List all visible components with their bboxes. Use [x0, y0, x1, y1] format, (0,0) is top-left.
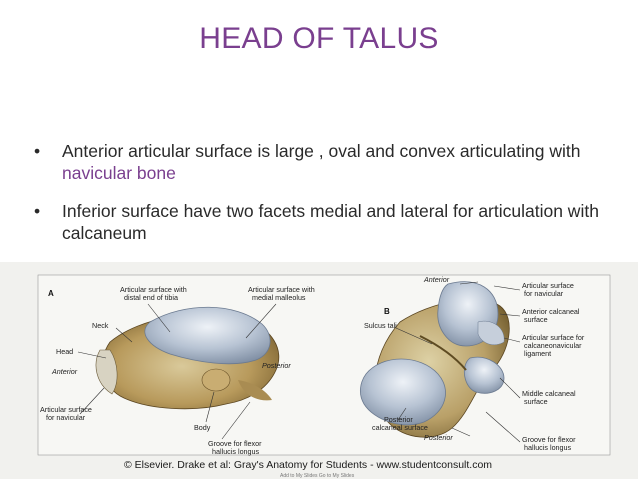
label-b-calcnav-2: calcaneonavicular	[524, 341, 582, 350]
label-a-head: Head	[56, 347, 73, 356]
label-a-artic-malleolus-2: medial malleolus	[252, 293, 306, 302]
label-b-mid-calc-2: surface	[524, 397, 548, 406]
talus-anatomy-figure: A Articular surface with distal end of t…	[0, 262, 638, 479]
label-a-artic-tibia-2: distal end of tibia	[124, 293, 178, 302]
label-a-posterior: Posterior	[262, 361, 291, 370]
label-b-groove: Groove for flexor	[522, 435, 576, 444]
label-a-anterior: Anterior	[51, 367, 78, 376]
label-a-artic-tibia: Articular surface with	[120, 285, 187, 294]
figure-subcredit: Add to My Slides Go to My Slides	[280, 473, 355, 479]
label-b-artic-navicular: Articular surface	[522, 281, 574, 290]
slide-title: HEAD OF TALUS	[199, 22, 439, 55]
label-b-artic-navicular-2: for navicular	[524, 289, 564, 298]
label-b-posterior: Posterior	[424, 433, 453, 442]
bullet-icon: •	[34, 141, 41, 161]
label-b-post-calc-2: calcaneal surface	[372, 423, 428, 432]
label-a-artic-navicular-2: for navicular	[46, 413, 86, 422]
label-b-calcnav: Articular surface for	[522, 333, 585, 342]
talus-illustration: A Articular surface with distal end of t…	[37, 274, 611, 456]
navicular-bone-highlight: navicular bone	[62, 163, 176, 183]
label-b-ant-calc: Anterior calcaneal	[522, 307, 580, 316]
bullet-anterior-surface: • Anterior articular surface is large , …	[34, 140, 614, 184]
bullet-inferior-text: Inferior surface have two facets medial …	[62, 201, 599, 243]
label-a-body: Body	[194, 423, 211, 432]
label-b-calcnav-3: ligament	[524, 349, 551, 358]
label-b-anterior: Anterior	[423, 275, 450, 284]
label-b-groove-2: hallucis longus	[524, 443, 572, 452]
label-b-ant-calc-2: surface	[524, 315, 548, 324]
label-a-neck: Neck	[92, 321, 109, 330]
panel-a-label: A	[48, 289, 54, 298]
label-b-sulcus: Sulcus tali	[364, 321, 397, 330]
figure-credit: © Elsevier. Drake et al: Gray's Anatomy …	[124, 459, 493, 471]
label-a-artic-navicular: Articular surface	[40, 405, 92, 414]
bullet-list: • Anterior articular surface is large , …	[34, 140, 614, 260]
panel-b-label: B	[384, 307, 390, 316]
label-b-mid-calc: Middle calcaneal	[522, 389, 576, 398]
bullet-inferior-surface: • Inferior surface have two facets media…	[34, 200, 614, 244]
bullet-icon: •	[34, 201, 41, 221]
label-b-post-calc: Posterior	[384, 415, 413, 424]
bullet-anterior-text: Anterior articular surface is large , ov…	[62, 141, 581, 161]
talus-medial-view	[95, 306, 280, 410]
label-a-groove: Groove for flexor	[208, 439, 262, 448]
label-a-artic-malleolus: Articular surface with	[248, 285, 315, 294]
talus-inferior-view	[360, 281, 510, 438]
label-a-groove-2: hallucis longus	[212, 447, 260, 456]
